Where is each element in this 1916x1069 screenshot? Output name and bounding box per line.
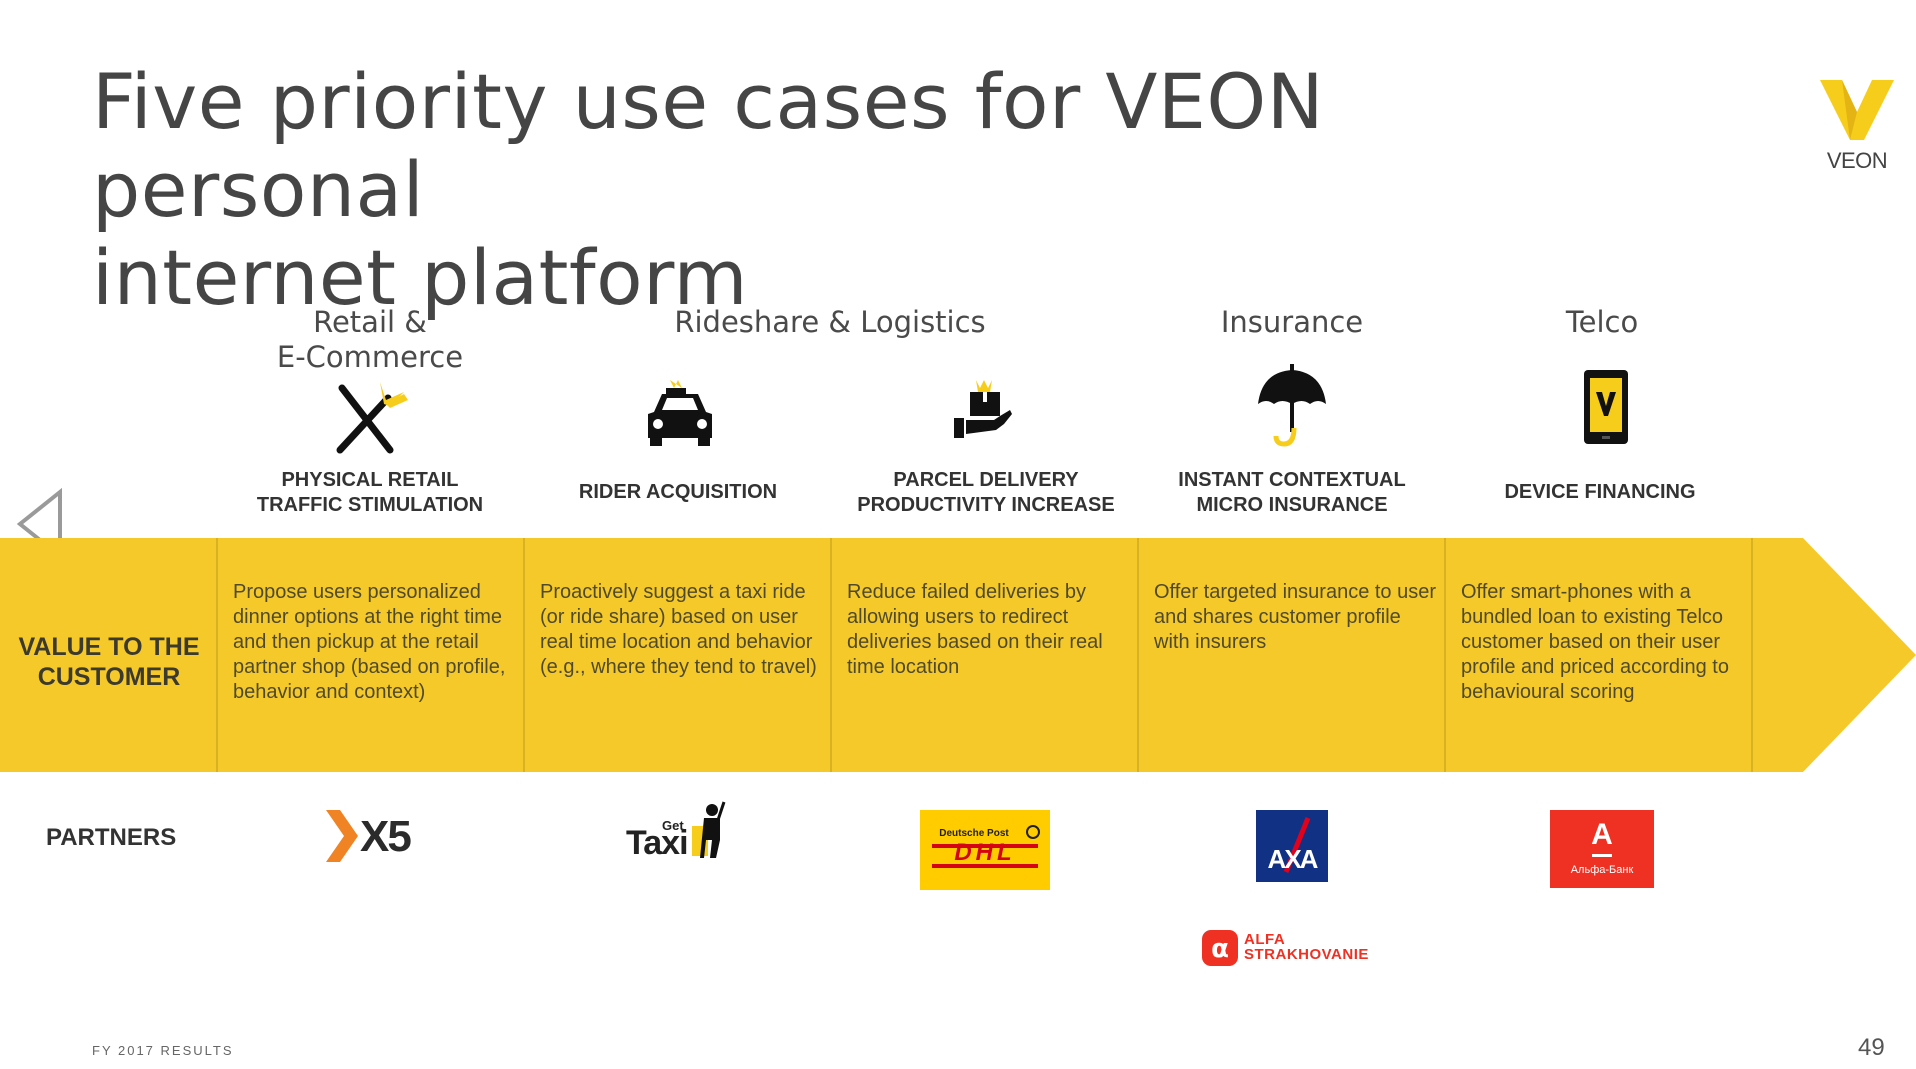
x5-logo-text: X5 xyxy=(360,812,412,861)
usecase-title-rider: RIDER ACQUISITION xyxy=(578,481,778,503)
alfa-strakhovanie-text: ALFA STRAKHOVANIE xyxy=(1244,932,1369,962)
veon-v-icon xyxy=(1820,80,1894,140)
page-number: 49 xyxy=(1858,1034,1885,1061)
axa-text: AXA xyxy=(1267,844,1319,874)
usecase-title-line: PRODUCTIVITY INCREASE xyxy=(857,494,1115,516)
veon-logo-text: VEON xyxy=(1826,148,1888,173)
dhl-deutsche-post-text: Deutsche Post xyxy=(939,828,1009,839)
alfa-bank-letter: A xyxy=(1591,818,1613,851)
dhl-stripe-top xyxy=(932,844,1038,848)
smartphone-icon xyxy=(1584,370,1628,444)
usecase-title-retail: PHYSICAL RETAIL TRAFFIC STIMULATION xyxy=(226,468,514,518)
usecase-title-insurance: INSTANT CONTEXTUAL MICRO INSURANCE xyxy=(1148,468,1436,518)
parcel-hand-icon xyxy=(954,380,1012,438)
usecase-title-line: TRAFFIC STIMULATION xyxy=(256,494,484,516)
usecase-title-line: INSTANT CONTEXTUAL xyxy=(1178,469,1406,491)
value-to-customer-label: VALUE TO THE CUSTOMER xyxy=(0,632,218,692)
dhl-logo: Deutsche Post DHL xyxy=(920,810,1050,890)
category-telco: Telco xyxy=(1565,305,1639,339)
cutlery-icon xyxy=(336,382,408,454)
value-label-line: CUSTOMER xyxy=(37,663,181,691)
slide-title: Five priority use cases for VEON persona… xyxy=(92,58,1572,322)
slide-title-line2: internet platform xyxy=(92,233,749,322)
usecase-title-line: PHYSICAL RETAIL xyxy=(281,469,459,491)
category-rideshare: Rideshare & Logistics xyxy=(674,305,986,339)
gettaxi-get-text: Get xyxy=(662,818,684,833)
footer-label: FY 2017 RESULTS xyxy=(92,1043,234,1058)
category-retail-line2: E-Commerce xyxy=(276,340,464,374)
value-text-parcel: Reduce failed deliveries by allowing use… xyxy=(847,581,1103,678)
value-band xyxy=(0,538,1916,772)
slide-title-line1: Five priority use cases for VEON persona… xyxy=(92,57,1325,234)
category-retail: Retail & E-Commerce xyxy=(270,305,470,375)
alfa-bank-underline xyxy=(1592,854,1612,857)
value-text-insurance: Offer targeted insurance to user and sha… xyxy=(1154,581,1437,653)
alfa-strakhovanie-line2: STRAKHOVANIE xyxy=(1244,946,1369,963)
category-retail-line1: Retail & xyxy=(313,305,427,339)
alfa-bank-logo: A Альфа-Банк xyxy=(1550,810,1654,888)
axa-logo: AXA xyxy=(1256,810,1328,882)
gettaxi-taxi-text: Taxi xyxy=(626,824,689,862)
axa-slash-icon xyxy=(1283,817,1311,873)
veon-logo: VEON xyxy=(1812,74,1902,184)
value-label-line: VALUE TO THE xyxy=(18,633,200,661)
usecase-title-line: MICRO INSURANCE xyxy=(1196,494,1388,516)
umbrella-icon xyxy=(1258,364,1326,447)
post-horn-icon xyxy=(1026,825,1040,839)
value-text-retail: Propose users personalized dinner option… xyxy=(233,581,506,703)
dhl-text: DHL xyxy=(954,839,1016,866)
dhl-stripe-bottom xyxy=(932,864,1038,868)
x5-logo: X5 xyxy=(322,808,432,864)
gettaxi-logo: Get Taxi xyxy=(622,800,732,864)
value-text-device: Offer smart-phones with a bundled loan t… xyxy=(1461,581,1729,703)
value-text-rider: Proactively suggest a taxi ride (or ride… xyxy=(540,581,817,678)
usecase-title-parcel: PARCEL DELIVERY PRODUCTIVITY INCREASE xyxy=(842,468,1130,518)
usecase-title-device: DEVICE FINANCING xyxy=(1504,481,1696,503)
svg-text:α: α xyxy=(1211,934,1229,964)
alfa-strakhovanie-logo: α ALFA STRAKHOVANIE xyxy=(1202,928,1392,968)
partners-label: PARTNERS xyxy=(46,824,177,851)
alfa-strakhovanie-line1: ALFA xyxy=(1244,931,1286,948)
gettaxi-figure-icon xyxy=(692,801,726,858)
taxi-icon xyxy=(648,380,712,446)
category-insurance: Insurance xyxy=(1220,305,1364,339)
usecase-title-line: PARCEL DELIVERY xyxy=(893,469,1079,491)
alfa-alpha-icon: α xyxy=(1202,930,1238,966)
x5-chevron-icon xyxy=(326,810,358,862)
alfa-bank-name: Альфа-Банк xyxy=(1570,864,1634,876)
